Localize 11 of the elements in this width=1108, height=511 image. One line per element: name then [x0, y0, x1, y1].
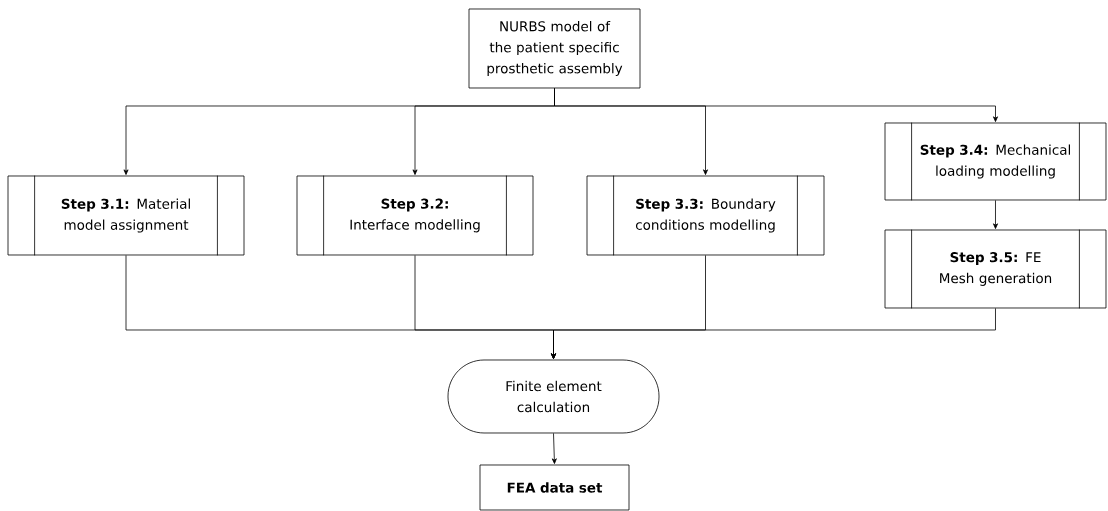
predefined-process-box: Step 3.1: Material model assignment — [7, 175, 245, 256]
arrow — [551, 308, 996, 359]
process-box: FEA data set — [479, 464, 630, 511]
predefined-process-box: Step 3.3: Boundary conditions modelling — [586, 175, 825, 256]
predefined-process-box: Step 3.4: Mechanical loading modelling — [884, 122, 1107, 201]
predefined-process-box: Step 3.5: FE Mesh generation — [884, 229, 1107, 309]
arrow — [554, 88, 998, 122]
process-box: NURBS model of the patient specific prosthetic assembly — [468, 8, 641, 89]
predefined-process-box: Step 3.2: Interface modelling — [296, 175, 534, 256]
arrow — [551, 433, 557, 464]
arrow — [993, 200, 998, 229]
